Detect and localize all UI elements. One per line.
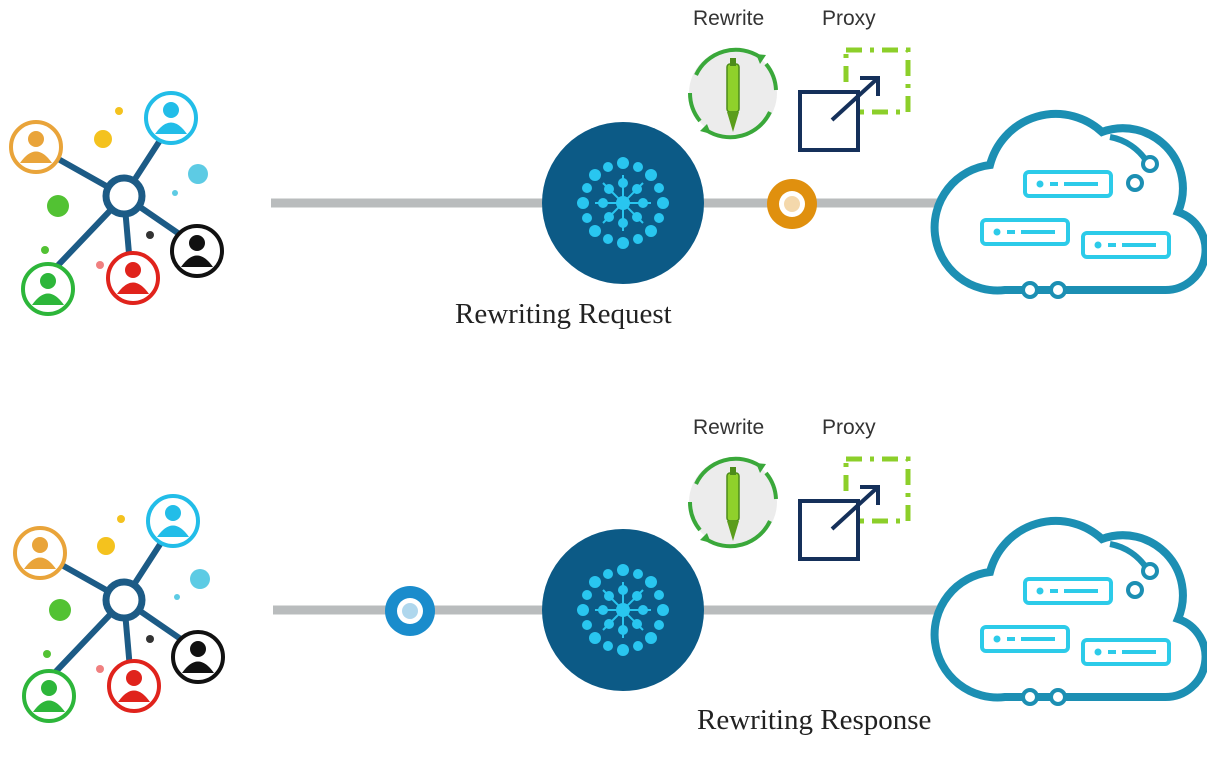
user-avatar-orange <box>13 526 67 580</box>
request-marker-icon <box>767 179 817 229</box>
user-avatar-red <box>106 251 160 305</box>
response-panel: Rewrite Proxy Rewriting Response <box>0 407 1207 776</box>
users-network-icon <box>13 494 225 723</box>
user-avatar-red <box>107 659 161 713</box>
user-avatar-cyan <box>146 494 200 548</box>
proxy-icon <box>798 456 911 561</box>
gateway-hub-icon <box>542 529 704 691</box>
proxy-icon <box>798 47 911 152</box>
diagram-caption: Rewriting Response <box>697 704 932 736</box>
cloud-servers-icon <box>930 110 1207 299</box>
rewrite-pen-icon <box>687 47 778 140</box>
user-avatar-cyan <box>144 91 198 145</box>
proxy-label: Proxy <box>822 7 876 30</box>
user-avatar-black <box>171 630 225 684</box>
user-avatar-green <box>21 262 75 316</box>
users-network-icon <box>9 91 224 316</box>
request-panel: Rewrite Proxy Rewriting Request <box>0 0 1207 369</box>
request-diagram <box>9 47 1207 316</box>
user-avatar-black <box>170 224 224 278</box>
user-avatar-orange <box>9 120 63 174</box>
rewrite-pen-icon <box>687 456 778 549</box>
rewrite-label: Rewrite <box>693 7 765 30</box>
user-avatar-green <box>22 669 76 723</box>
response-marker-icon <box>385 586 435 636</box>
cloud-servers-icon <box>930 517 1207 706</box>
response-diagram <box>13 456 1207 723</box>
diagram-caption: Rewriting Request <box>455 298 672 330</box>
proxy-label: Proxy <box>822 416 876 439</box>
gateway-hub-icon <box>542 122 704 284</box>
rewrite-label: Rewrite <box>693 416 765 439</box>
